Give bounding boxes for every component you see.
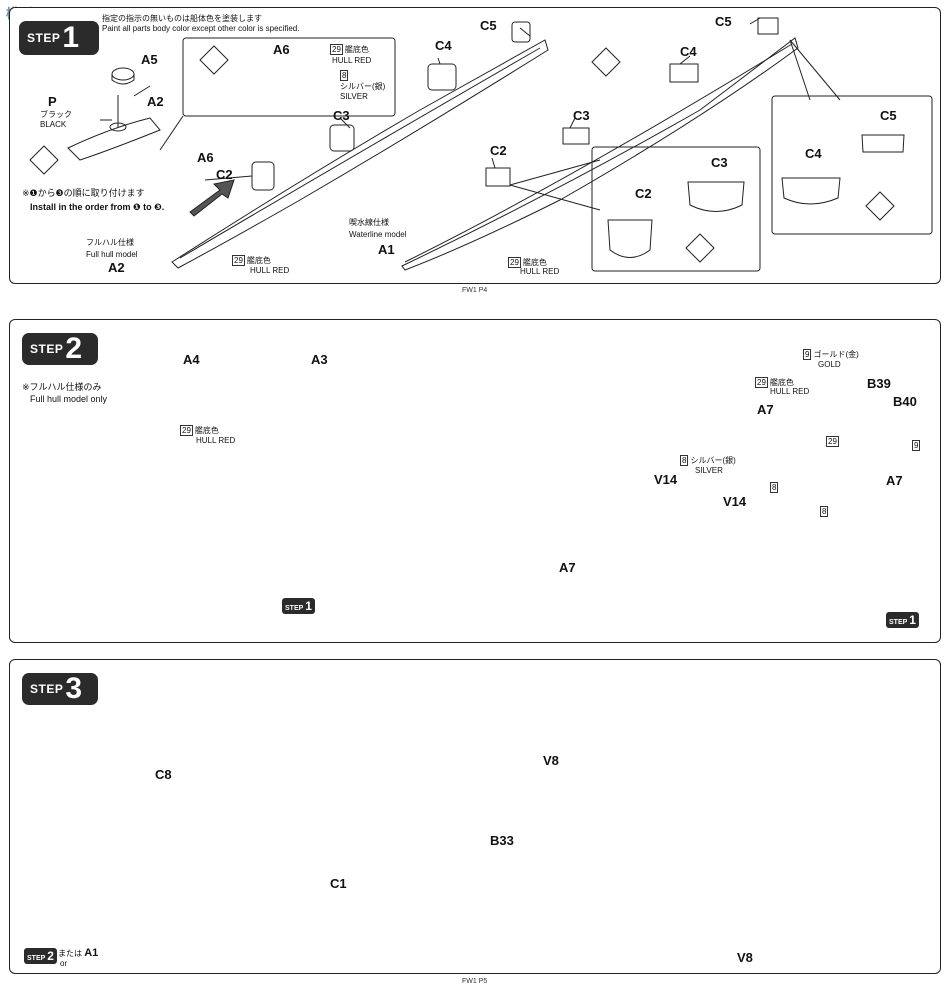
step3-panel — [9, 659, 941, 974]
label-c8: C8 — [155, 767, 172, 782]
step2-hullred-en: HULL RED — [196, 436, 236, 445]
detail-label-c3: C3 — [711, 155, 728, 170]
label-a3: A3 — [311, 352, 328, 367]
label-c4-right: C4 — [680, 44, 697, 59]
label-c4: C4 — [435, 38, 452, 53]
detail-label-c4: C4 — [805, 146, 822, 161]
fullhull-only-en: Full hull model only — [30, 394, 108, 404]
callout-silver-jp: シルバー(銀) — [340, 82, 386, 91]
page-number-p5: FW1 P5 — [462, 978, 488, 985]
label-a6: A6 — [197, 150, 214, 165]
hullred-a2-en: HULL RED — [250, 266, 290, 275]
page-number-p4: FW1 P4 — [462, 287, 488, 294]
callout-hull-color-en: HULL RED — [332, 56, 372, 65]
ref-or-a1: または A1 — [58, 947, 99, 959]
ref-or-en: or — [60, 959, 68, 968]
gold-label-en: GOLD — [818, 360, 841, 369]
fullhull-jp: フルハル仕様 — [86, 238, 134, 247]
step1-note-en: Paint all parts body color except other … — [102, 24, 300, 33]
black-label-en: BLACK — [40, 120, 67, 129]
fullhull-en: Full hull model — [86, 250, 138, 259]
label-c2: C2 — [216, 167, 233, 182]
silver-label-a7-en: SILVER — [695, 466, 723, 475]
waterline-a1 — [401, 37, 799, 271]
waterline-jp: 喫水線仕様 — [349, 218, 389, 227]
step1-callout-box — [182, 37, 396, 117]
detail-label-c5: C5 — [880, 108, 897, 123]
num-8-chip: 8 — [770, 482, 779, 493]
install-order-en: Install in the order from ❶ to ❸. — [30, 202, 165, 212]
label-v8-top: V8 — [543, 753, 559, 768]
callout-silver-en: SILVER — [340, 92, 368, 101]
num-9-chip: 9 — [912, 440, 921, 451]
label-a4: A4 — [183, 352, 200, 367]
fullhull-only-jp: ※フルハル仕様のみ — [22, 382, 102, 392]
detail-box-c4-c5 — [771, 95, 933, 235]
label-b39: B39 — [867, 376, 891, 391]
black-label-jp: ブラック — [40, 110, 72, 119]
label-a7-top: A7 — [757, 402, 774, 417]
label-a7-bottom: A7 — [886, 473, 903, 488]
callout-silver: 8 — [340, 70, 349, 81]
label-b33: B33 — [490, 833, 514, 848]
label-c3-right: C3 — [573, 108, 590, 123]
num-8-chip-2: 8 — [820, 506, 829, 517]
label-v14-right: V14 — [723, 494, 747, 509]
label-p: P — [48, 94, 57, 109]
install-order-jp: ※❶から❸の順に取り付けます — [22, 188, 145, 198]
full-hull-a2 — [171, 39, 549, 269]
label-c5-right: C5 — [715, 14, 732, 29]
hullred-a1-en: HULL RED — [520, 267, 560, 276]
label-b40: B40 — [893, 394, 917, 409]
step2-panel — [9, 319, 941, 643]
label-a5: A5 — [141, 52, 158, 67]
a7-hullred-en: HULL RED — [770, 387, 810, 396]
waterline-en: Waterline model — [349, 230, 407, 239]
label-a2-bottom: A2 — [108, 260, 125, 275]
label-c1: C1 — [330, 876, 347, 891]
label-c5: C5 — [480, 18, 497, 33]
label-a2-top: A2 — [147, 94, 164, 109]
step1-note-jp: 指定の指示の無いものは船体色を塗装します — [102, 14, 262, 23]
step1-panel — [9, 7, 941, 284]
num-29-chip: 29 — [826, 436, 839, 447]
label-a1: A1 — [378, 242, 395, 257]
label-v14-left: V14 — [654, 472, 678, 487]
detail-box-c2-c3 — [591, 146, 761, 272]
label-v8-bottom: V8 — [737, 950, 753, 965]
label-c2-right: C2 — [490, 143, 507, 158]
detail-label-c2: C2 — [635, 186, 652, 201]
label-a7-box: A7 — [559, 560, 576, 575]
a5-part — [111, 67, 135, 81]
label-c3: C3 — [333, 108, 350, 123]
label-a6-callout: A6 — [273, 42, 290, 57]
